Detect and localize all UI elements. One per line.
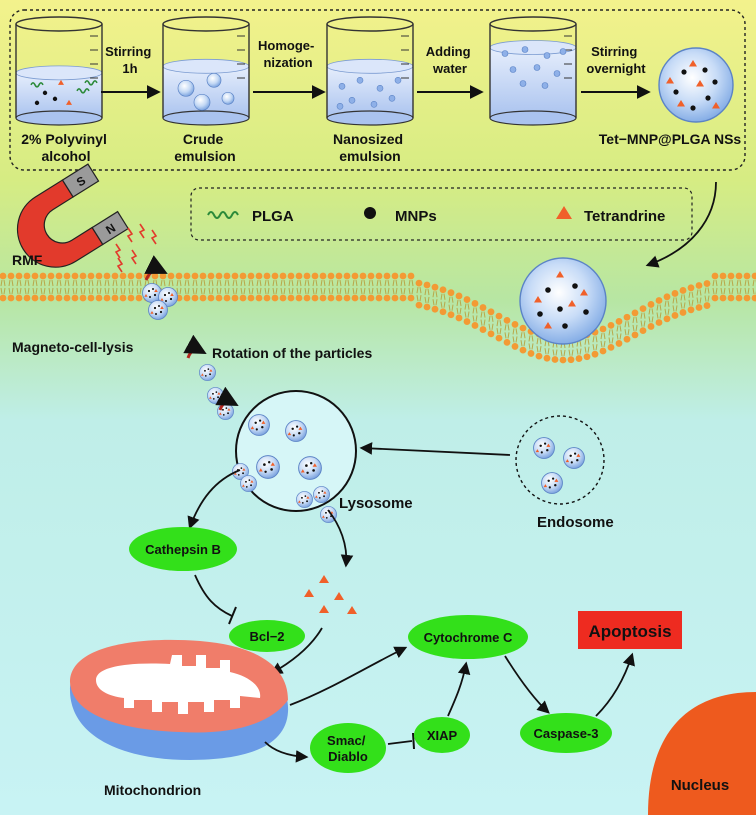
traveling-nanoparticle [217,403,234,420]
arrow-cytochrome-to-caspase [504,655,550,714]
step-homogenization: Homoge- nization [258,38,318,70]
arrow-lysosome-to-tetrandrine [327,509,354,568]
node-apoptosis: Apoptosis [578,611,682,649]
beaker-label-product: Tet−MNP@PLGA NSs [599,131,742,147]
beaker-nanosized [326,16,414,126]
node-smac-diablo-label: Smac/ Diablo [327,733,369,764]
endosome-label: Endosome [537,514,614,531]
mitochondrion-label: Mitochondrion [104,782,201,798]
arrow-lysosome-to-cathepsin [187,469,241,530]
mitochondrion [70,639,289,760]
lysosome [232,390,357,523]
beaker-label-pva: 2% Polyvinyl alcohol [21,131,110,164]
legend-tetrandrine: Tetrandrine [584,208,665,225]
rotation-arrow-icon [215,386,239,411]
node-cathepsin-b: Cathepsin B [129,527,237,571]
rotation-arrow-icon [144,255,168,281]
arrow-endosome-to-lysosome [359,442,511,456]
node-cytochrome-c: Cytochrome C [408,615,528,659]
preparation-panel [9,9,746,171]
arrow-xiap-to-cytochrome [447,661,471,717]
lysosome-label: Lysosome [339,495,413,512]
nucleus-label: Nucleus [671,777,729,794]
beaker-water [489,16,577,126]
node-caspase-3-label: Caspase-3 [533,726,598,741]
node-xiap-label: XIAP [427,728,458,743]
magnet-icon: S N [16,163,130,268]
arrow-mito-to-cytochrome [289,646,408,706]
membrane-nanoparticle [519,257,607,345]
inhibit-bar [228,606,237,625]
inhibit-bar [412,732,415,750]
mnp-dot-icon [364,207,376,219]
released-tetrandrine [304,575,357,614]
node-smac-diablo: Smac/ Diablo [310,723,386,773]
nucleus [648,692,756,815]
arrow-mito-to-smac [264,741,309,763]
legend-plga: PLGA [252,208,294,225]
traveling-nanoparticle [207,387,224,404]
inhibit-cathepsin-bcl2 [194,574,233,617]
step-stirring-overnight: Stirring overnight [586,44,646,76]
legend-box [190,187,693,241]
node-bcl2-label: Bcl−2 [249,629,284,644]
membrane-lysis-particles [142,255,178,320]
magneto-cell-lysis-label: Magneto-cell-lysis [12,339,134,355]
node-caspase-3: Caspase-3 [520,713,612,753]
inhibit-smac-xiap [387,740,413,745]
step-stirring-1h: Stirring 1h [105,44,155,76]
arrow-tetrandrine-to-mitochondrion [269,627,323,675]
rotation-arrow-icon [183,334,207,359]
rmf-label: RMF [12,252,43,268]
endosome [515,415,605,505]
node-cytochrome-c-label: Cytochrome C [424,630,513,645]
tetrandrine-triangle-icon [556,206,572,219]
lightning-icon [114,223,158,273]
rotation-label: Rotation of the particles [212,345,372,361]
plga-chain-icon [207,211,239,219]
node-bcl2: Bcl−2 [229,620,305,652]
legend-mnps: MNPs [395,208,437,225]
beaker-label-nanosized: Nanosized emulsion [333,131,407,164]
beaker-label-crude: Crude emulsion [174,131,235,164]
node-xiap: XIAP [414,717,470,753]
step-adding-water: Adding water [426,44,474,76]
beaker-crude [162,16,250,126]
arrow-caspase-to-apoptosis [595,652,635,717]
traveling-nanoparticle [199,364,216,381]
beaker-pva [15,16,103,126]
arrow-to-membrane [645,181,717,268]
node-apoptosis-label: Apoptosis [588,622,671,641]
product-nanoparticle [658,47,734,123]
node-cathepsin-b-label: Cathepsin B [145,542,221,557]
